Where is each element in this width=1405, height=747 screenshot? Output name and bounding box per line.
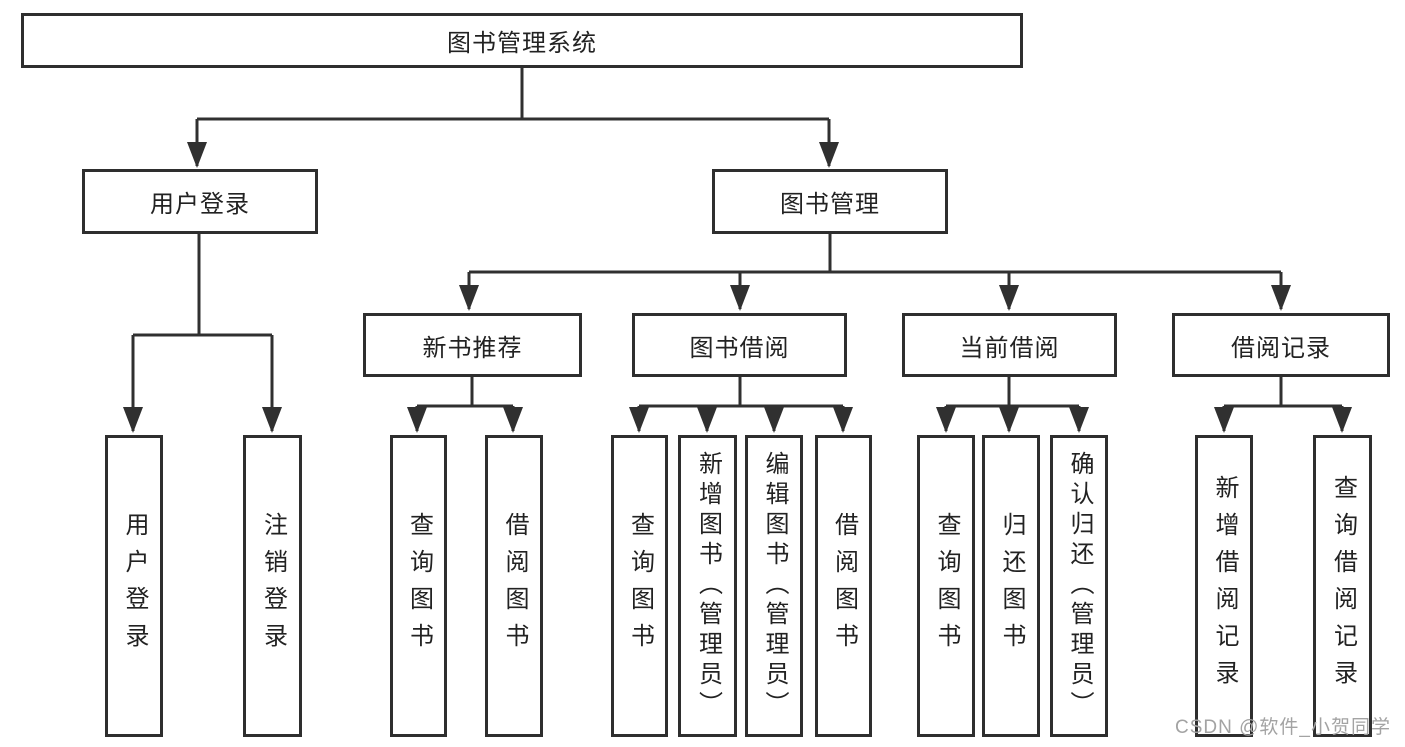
connector-user-login-children xyxy=(123,234,282,433)
connector-records-children xyxy=(1214,377,1352,433)
leaf-query-books-2: 查询图书 xyxy=(611,435,668,737)
node-borrowing-records: 借阅记录 xyxy=(1172,313,1390,377)
connector-new-books-children xyxy=(407,377,523,433)
node-new-book-recommend: 新书推荐 xyxy=(363,313,582,377)
csdn-watermark: CSDN @软件_小贺同学 xyxy=(1175,717,1391,738)
connector-borrowing-children xyxy=(629,377,853,433)
leaf-add-book-admin: 新增图书（管理员） xyxy=(678,435,737,737)
leaf-user-login: 用户登录 xyxy=(105,435,163,737)
leaf-logout: 注销登录 xyxy=(243,435,302,737)
leaf-borrow-books-2: 借阅图书 xyxy=(815,435,872,737)
node-current-borrowing: 当前借阅 xyxy=(902,313,1117,377)
leaf-borrow-books-1: 借阅图书 xyxy=(485,435,543,737)
connector-root-children xyxy=(187,68,839,168)
node-book-management: 图书管理 xyxy=(712,169,948,234)
node-user-login: 用户登录 xyxy=(82,169,318,234)
connector-current-children xyxy=(936,377,1089,433)
leaf-query-books-3: 查询图书 xyxy=(917,435,975,737)
leaf-edit-book-admin: 编辑图书（管理员） xyxy=(745,435,803,737)
node-book-borrowing: 图书借阅 xyxy=(632,313,847,377)
leaf-confirm-return-admin: 确认归还（管理员） xyxy=(1050,435,1108,737)
leaf-add-borrow-record: 新增借阅记录 xyxy=(1195,435,1253,737)
leaf-query-borrow-record: 查询借阅记录 xyxy=(1313,435,1372,737)
connector-book-mgmt-children xyxy=(459,234,1291,311)
node-root: 图书管理系统 xyxy=(21,13,1023,68)
leaf-return-book: 归还图书 xyxy=(982,435,1040,737)
leaf-query-books-1: 查询图书 xyxy=(390,435,447,737)
